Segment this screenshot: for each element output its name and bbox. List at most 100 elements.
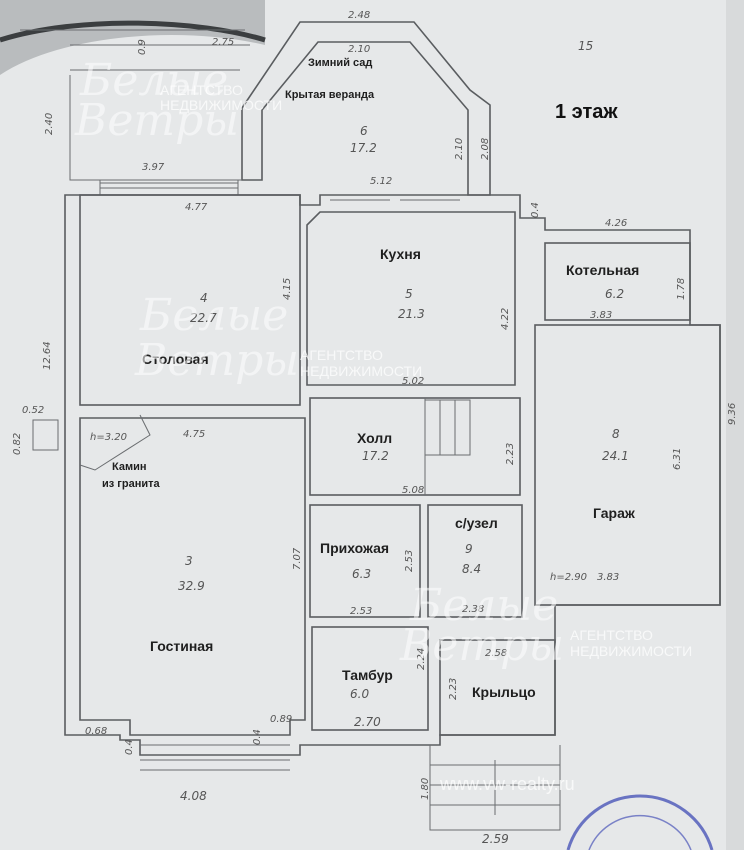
entry-label: Прихожая	[320, 540, 389, 556]
bathroom-outline	[427, 504, 523, 618]
living-area: 32.9	[178, 579, 205, 593]
dim: 1.78	[676, 278, 687, 300]
dim: 3.83	[590, 310, 612, 321]
fireplace-mark	[79, 414, 151, 471]
watermark-agency-top: Белые Ветры АГЕНТСТВО НЕДВИЖИМОСТИ	[74, 55, 282, 146]
dim: 2.75	[212, 37, 234, 48]
bathroom-area: 8.4	[462, 562, 481, 576]
living-label: Гостиная	[150, 638, 213, 654]
floor-title: 1 этаж	[555, 101, 618, 123]
watermark-agency: АГЕНТСТВО	[570, 627, 653, 643]
living-number: 3	[185, 554, 193, 568]
dim: 0.82	[12, 433, 23, 455]
stairs	[424, 398, 471, 495]
kitchen-number: 5	[405, 287, 413, 301]
dim: 2.40	[44, 113, 55, 135]
dim: 9.36	[727, 403, 738, 425]
boiler-room-outline	[544, 242, 691, 321]
dim: 0.52	[22, 405, 44, 416]
porch-outline	[439, 639, 556, 736]
boiler-label: Котельная	[566, 262, 639, 278]
dim: 1.80	[420, 778, 431, 800]
fireplace-note-line1: Камин	[112, 461, 147, 473]
window-lines	[100, 182, 460, 201]
vestibule-outline	[311, 626, 429, 731]
dim: 4.15	[282, 278, 293, 300]
dining-room-outline	[79, 194, 301, 406]
dim: 4.77	[185, 202, 208, 213]
vestibule-area: 6.0	[350, 687, 369, 701]
dim: 0.89	[270, 714, 292, 725]
veranda-area: 17.2	[350, 141, 377, 155]
garage-area: 24.1	[602, 449, 629, 463]
watermark-agency: НЕДВИЖИМОСТИ	[300, 363, 422, 379]
ceiling-height-garage: h=2.90	[550, 572, 587, 583]
dim: 0.4	[530, 202, 541, 218]
dim: 2.23	[448, 678, 459, 700]
vestibule-label: Тамбур	[342, 667, 393, 683]
dim: 3.97	[142, 162, 165, 173]
dim: 4.75	[183, 429, 205, 440]
dim: 5.02	[402, 376, 424, 387]
entry-area: 6.3	[352, 567, 371, 581]
dim: 2.10	[348, 44, 370, 55]
dim: 3.83	[597, 572, 619, 583]
watermark-agency: НЕДВИЖИМОСТИ	[570, 643, 692, 659]
dining-area: 22.7	[190, 311, 217, 325]
entry-outline	[309, 504, 421, 618]
hall-area: 17.2	[362, 449, 389, 463]
watermark-brand: Белые	[409, 580, 558, 631]
dim: 0.4	[124, 739, 135, 755]
winter-garden-label: Зимний сад	[308, 57, 372, 69]
dim: 5.08	[402, 485, 424, 496]
dimension-labels: 2.48 2.10 2.75 0.9 2.40 3.97 5.12 2.10 2…	[12, 10, 738, 846]
watermark-agency: АГЕНТСТВО	[160, 82, 243, 98]
dim: 4.26	[605, 218, 627, 229]
watermark-brand: Ветры	[399, 620, 564, 671]
paper-fold-shadow	[0, 0, 265, 75]
watermark-agency-mid: Белые Ветры АГЕНТСТВО НЕДВИЖИМОСТИ	[134, 290, 422, 386]
dim: 2.23	[505, 443, 516, 465]
paper-edge	[726, 0, 744, 850]
kitchen-outline	[306, 211, 516, 386]
dining-label: Столовая	[142, 351, 209, 367]
dim: 2.53	[404, 550, 415, 572]
garage-outline	[534, 324, 721, 606]
porch-label: Крыльцо	[472, 684, 536, 700]
dim: 12.64	[42, 341, 53, 370]
veranda-number: 6	[360, 124, 368, 138]
garage-label: Гараж	[593, 505, 636, 521]
dim: 2.58	[485, 648, 507, 659]
watermark-agency-bottom: Белые Ветры АГЕНТСТВО НЕДВИЖИМОСТИ	[399, 580, 692, 671]
hall-outline	[309, 397, 521, 496]
veranda-walls	[241, 21, 491, 196]
dim: 2.38	[462, 604, 484, 615]
dim: 2.10	[454, 138, 465, 160]
watermark-agency: АГЕНТСТВО	[300, 347, 383, 363]
dim: 6.31	[672, 448, 683, 470]
ceiling-height-living: h=3.20	[90, 432, 127, 443]
watermark-brand: Белые	[139, 290, 288, 341]
bathroom-label: с/узел	[455, 515, 498, 531]
dim: 4.22	[500, 308, 511, 330]
entrance-steps	[140, 744, 561, 831]
watermark-brand: Ветры	[134, 335, 299, 386]
corner-mark: 15	[578, 39, 593, 53]
dim: 2.08	[480, 138, 491, 160]
watermark-agency: НЕДВИЖИМОСТИ	[160, 97, 282, 113]
chimney	[32, 419, 59, 451]
watermark-url: www.vw-realty.ru	[439, 774, 575, 794]
kitchen-label: Кухня	[380, 246, 421, 262]
watermark-brand: Ветры	[74, 95, 239, 146]
dim: 5.12	[370, 176, 392, 187]
watermark-brand: Белые	[79, 55, 228, 106]
dim: 7.07	[292, 547, 303, 570]
paper-curl-edge	[0, 20, 266, 43]
dim: 2.24	[416, 648, 427, 670]
dim: 0.68	[85, 726, 107, 737]
kitchen-area: 21.3	[398, 307, 425, 321]
hall-label: Холл	[357, 430, 392, 446]
dim: 2.48	[348, 10, 370, 21]
terrace-lines	[20, 29, 250, 195]
dim: 2.70	[354, 715, 381, 729]
